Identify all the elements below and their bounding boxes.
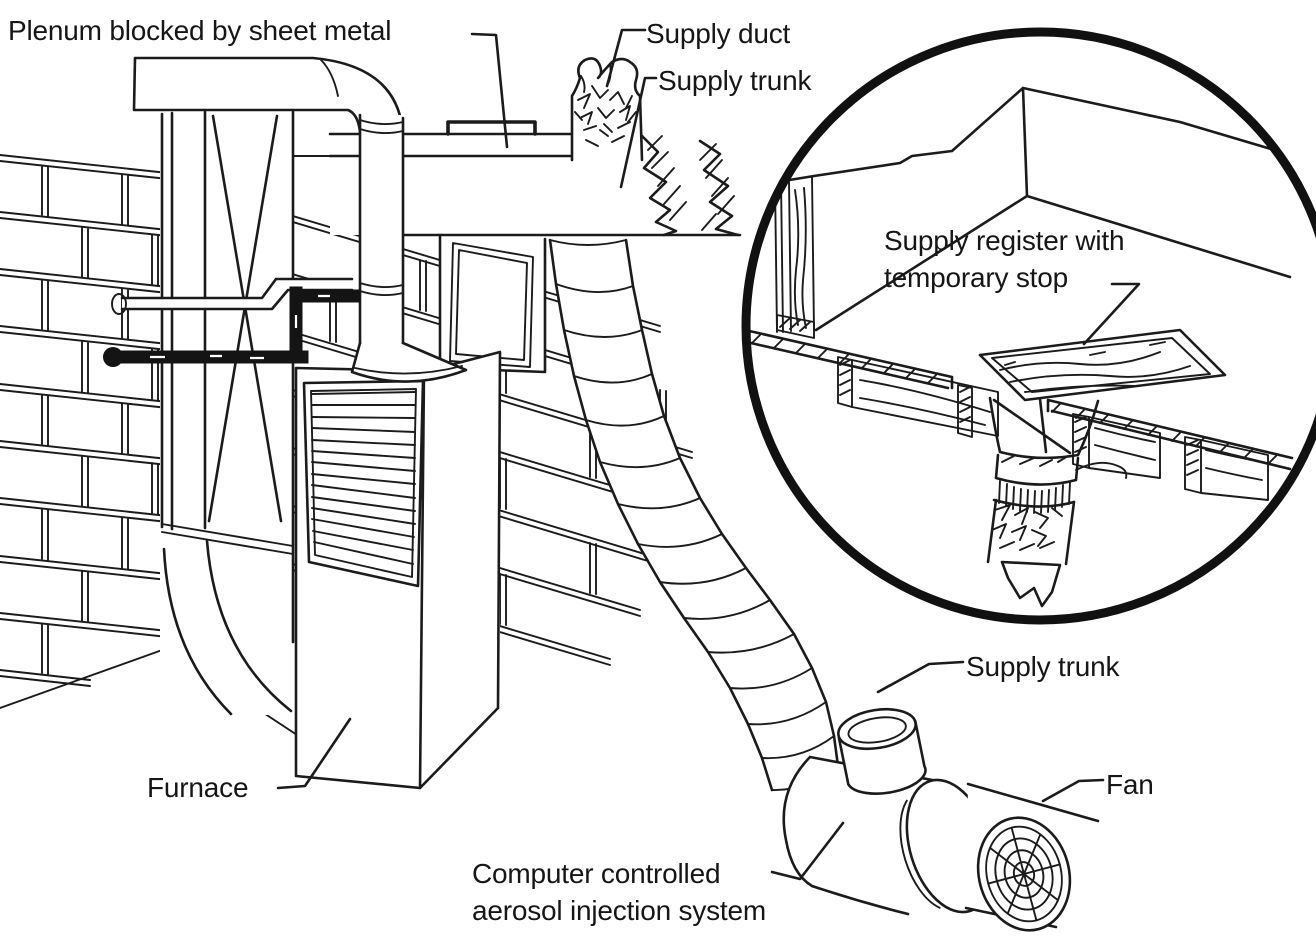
sheet-metal-block-tab [446, 120, 537, 136]
plenum [438, 233, 547, 374]
leader-supply-register [1082, 282, 1141, 346]
leader-supply-trunk-upper [619, 76, 658, 189]
inset-wire [1075, 461, 1128, 479]
leader-injector [770, 821, 845, 881]
detail-inset-ring [741, 27, 1316, 625]
trunk-port [837, 707, 927, 795]
label-supply-duct: Supply duct [646, 18, 791, 49]
furnace [294, 350, 502, 790]
label-plenum: Plenum blocked by sheet metal [8, 15, 392, 46]
inset-register [978, 328, 1227, 402]
flex-duct-corrugations [549, 239, 839, 791]
fan-grille [976, 816, 1072, 932]
gas-piping [103, 277, 361, 367]
black-gas-pipe [103, 286, 361, 367]
pipe-wall-flange [111, 293, 127, 315]
inset-register-boot [986, 396, 1128, 608]
detail-inset [741, 27, 1316, 625]
leader-fan [1041, 778, 1105, 803]
inset-room-walls [774, 86, 1292, 339]
leader-plenum [470, 32, 509, 149]
injection-device [782, 707, 1100, 932]
flue-pipe [350, 113, 468, 383]
label-fan: Fan [1106, 769, 1154, 800]
return-duct [160, 110, 295, 716]
plenum-access-panel [449, 242, 534, 368]
leader-lines [276, 28, 1141, 881]
flex-duct [548, 238, 840, 792]
supply-trunk [328, 57, 742, 237]
label-supply-trunk-upper: Supply trunk [658, 65, 812, 96]
label-supply-register: Supply register with temporary stop [884, 225, 1125, 293]
x-brace [207, 114, 283, 523]
label-furnace: Furnace [147, 772, 249, 803]
draft-hood-collar [350, 341, 468, 383]
leader-supply-duct [605, 28, 647, 88]
leader-furnace [276, 717, 352, 790]
label-supply-trunk-lower: Supply trunk [966, 651, 1120, 682]
furnace-grille [302, 379, 425, 588]
inset-floor [749, 328, 1294, 471]
label-injector: Computer controlled aerosol injection sy… [472, 858, 766, 926]
trunk-torn-end [640, 134, 740, 237]
overhead-duct-elbow [132, 56, 405, 200]
supply-duct-stub-stuffed [570, 57, 644, 162]
leader-supply-trunk-lower [876, 660, 965, 694]
